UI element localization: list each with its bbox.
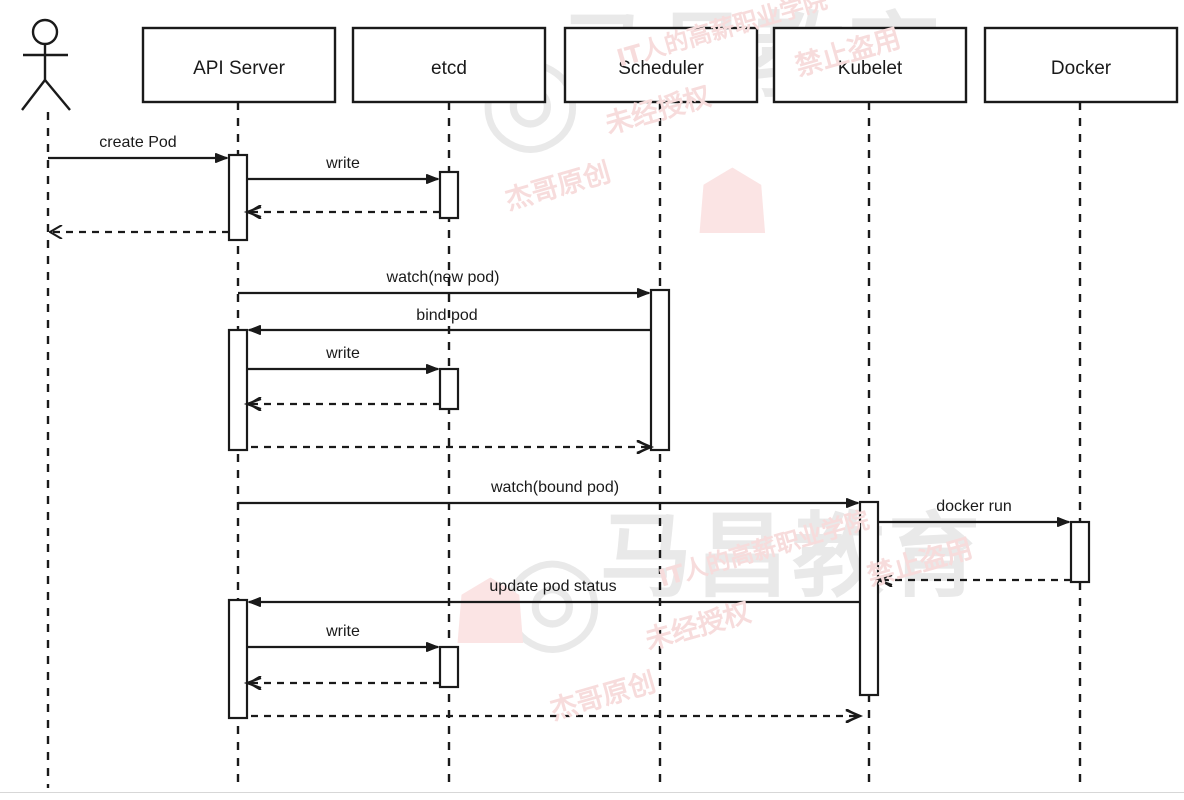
message-group-create-pod: create Pod write — [48, 134, 440, 232]
arrowhead-m1 — [215, 153, 229, 163]
arrowhead-m13 — [247, 597, 261, 607]
message-group-schedule: watch(new pod) bind pod write — [238, 269, 651, 447]
arrowhead-m14 — [426, 642, 440, 652]
message-label-m10: watch(bound pod) — [490, 479, 619, 496]
actor-leg-left — [21, 79, 46, 111]
participant-box-docker[interactable] — [983, 26, 1179, 104]
lifelines — [46, 102, 1082, 788]
message-label-m13: update pod status — [489, 578, 616, 595]
participant-box-etcd[interactable] — [351, 26, 547, 104]
participant-label-etcd: etcd — [431, 58, 467, 79]
arrowhead-m5 — [637, 288, 651, 298]
message-group-run-pod: watch(bound pod) docker run update pod s… — [238, 479, 1071, 716]
participant-box-scheduler[interactable] — [563, 26, 759, 104]
activation-etcd-1[interactable] — [438, 170, 460, 220]
arrowhead-m16 — [845, 708, 864, 724]
arrowhead-m11 — [1057, 517, 1071, 527]
activation-apiserver-3[interactable] — [227, 598, 249, 720]
arrowhead-m8 — [243, 397, 262, 411]
participant-boxes: API Server etcd Scheduler Kubelet Docker — [141, 26, 1179, 104]
participant-label-kubelet: Kubelet — [838, 58, 903, 79]
participant-label-apiserver: API Server — [193, 58, 286, 79]
activation-scheduler-1[interactable] — [649, 288, 671, 452]
arrowhead-m2 — [426, 174, 440, 184]
arrowhead-m3 — [243, 205, 262, 219]
participant-box-apiserver[interactable] — [141, 26, 337, 104]
activation-etcd-3[interactable] — [438, 645, 460, 689]
arrowhead-m9 — [636, 439, 655, 455]
participant-box-kubelet[interactable] — [772, 26, 968, 104]
arrowhead-m7 — [426, 364, 440, 374]
participant-label-docker: Docker — [1051, 58, 1112, 79]
message-label-m2: write — [325, 155, 360, 172]
overlay-arrowheads — [215, 153, 1071, 724]
activation-apiserver-2[interactable] — [227, 328, 249, 452]
activation-docker-1[interactable] — [1069, 520, 1091, 584]
arrowhead-m6 — [247, 325, 261, 335]
message-label-m6: bind pod — [416, 307, 477, 324]
participant-label-scheduler: Scheduler — [618, 58, 704, 79]
message-label-m5: watch(new pod) — [386, 269, 500, 286]
message-label-m11: docker run — [936, 498, 1012, 515]
actor-head-icon — [31, 18, 59, 46]
activation-kubelet-1[interactable] — [858, 500, 880, 697]
activation-etcd-2[interactable] — [438, 367, 460, 411]
actor-user — [21, 18, 71, 111]
actor-leg-right — [44, 79, 71, 111]
arrowhead-m15 — [243, 676, 262, 690]
message-label-m1: create Pod — [99, 134, 176, 151]
message-label-m14: write — [325, 623, 360, 640]
bottom-divider — [0, 792, 1184, 793]
activation-bars — [227, 153, 1091, 720]
message-label-m7: write — [325, 345, 360, 362]
arrowhead-m10 — [846, 498, 860, 508]
arrowhead-m12 — [874, 573, 893, 587]
activation-apiserver-1[interactable] — [227, 153, 249, 242]
